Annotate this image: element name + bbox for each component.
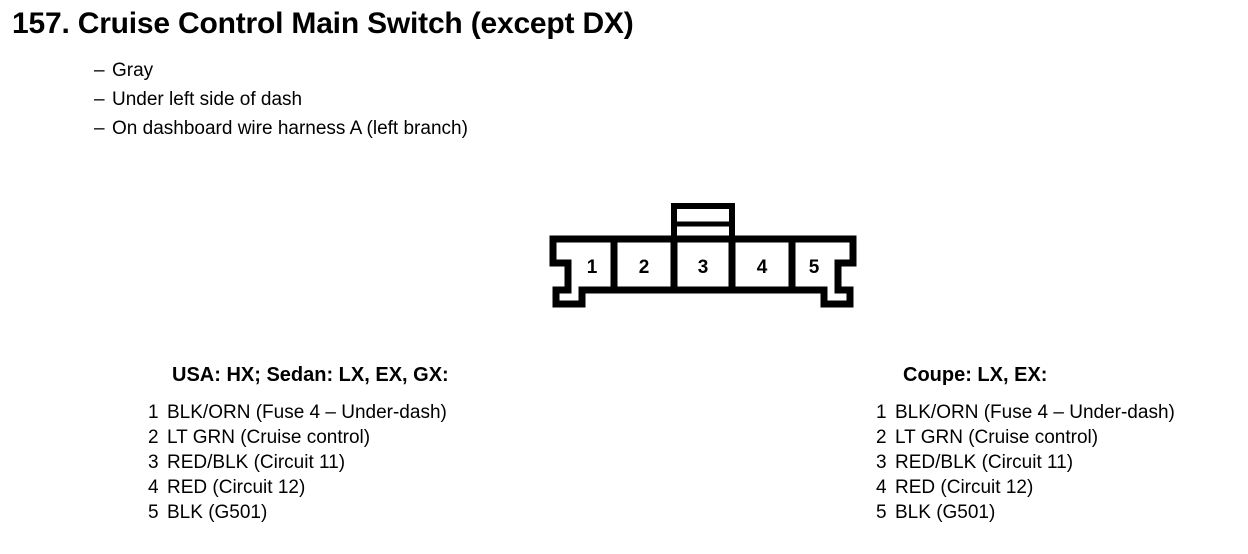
pin-row: 1 BLK/ORN (Fuse 4 – Under-dash) bbox=[148, 400, 449, 425]
pin-description: BLK (G501) bbox=[167, 502, 268, 523]
cavity-dividers bbox=[610, 239, 796, 290]
pin-number: 3 bbox=[876, 452, 887, 473]
note-text: Under left side of dash bbox=[112, 89, 303, 110]
note-dash: – bbox=[94, 118, 105, 139]
cavity-number-2: 2 bbox=[639, 257, 650, 278]
pin-description: RED (Circuit 12) bbox=[895, 477, 1034, 498]
pin-table-heading: USA: HX; Sedan: LX, EX, GX: bbox=[172, 364, 449, 386]
pin-row: 5 BLK (G501) bbox=[876, 500, 1175, 525]
note-dash: – bbox=[94, 60, 105, 81]
pin-row: 4 RED (Circuit 12) bbox=[148, 475, 449, 500]
pin-number: 2 bbox=[148, 427, 159, 448]
pin-number: 5 bbox=[148, 502, 159, 523]
note-list: –Gray –Under left side of dash –On dashb… bbox=[94, 56, 468, 143]
pin-description: BLK/ORN (Fuse 4 – Under-dash) bbox=[167, 402, 447, 423]
pin-table-usa-sedan: USA: HX; Sedan: LX, EX, GX: 1 BLK/ORN (Fu… bbox=[148, 362, 449, 525]
list-item: –On dashboard wire harness A (left branc… bbox=[94, 114, 468, 143]
pin-description: LT GRN (Cruise control) bbox=[167, 427, 371, 448]
page-title: 157. Cruise Control Main Switch (except … bbox=[12, 7, 634, 40]
note-dash: – bbox=[94, 89, 105, 110]
pin-number: 4 bbox=[876, 477, 887, 498]
pin-row: 1 BLK/ORN (Fuse 4 – Under-dash) bbox=[876, 400, 1175, 425]
pin-number: 4 bbox=[148, 477, 159, 498]
cavity-number-1: 1 bbox=[587, 257, 598, 278]
pin-number: 1 bbox=[148, 402, 159, 423]
pin-description: RED (Circuit 12) bbox=[167, 477, 306, 498]
pin-number: 3 bbox=[148, 452, 159, 473]
pin-row: 5 BLK (G501) bbox=[148, 500, 449, 525]
cavity-number-4: 4 bbox=[757, 257, 768, 278]
pin-row: 4 RED (Circuit 12) bbox=[876, 475, 1175, 500]
connector-diagram: 1 2 3 4 5 bbox=[548, 198, 864, 310]
pin-description: LT GRN (Cruise control) bbox=[895, 427, 1099, 448]
connector-outline-svg: 1 2 3 4 5 bbox=[549, 203, 857, 308]
pin-description: BLK/ORN (Fuse 4 – Under-dash) bbox=[895, 402, 1175, 423]
pin-number: 2 bbox=[876, 427, 887, 448]
pin-number: 1 bbox=[876, 402, 887, 423]
note-text: Gray bbox=[112, 60, 154, 81]
list-item: –Under left side of dash bbox=[94, 85, 468, 114]
list-item: –Gray bbox=[94, 56, 468, 85]
cavity-number-5: 5 bbox=[809, 257, 820, 278]
pin-description: RED/BLK (Circuit 11) bbox=[167, 452, 346, 473]
pin-row: 2 LT GRN (Cruise control) bbox=[148, 425, 449, 450]
pin-description: RED/BLK (Circuit 11) bbox=[895, 452, 1074, 473]
note-text: On dashboard wire harness A (left branch… bbox=[112, 118, 468, 139]
pin-row: 3 RED/BLK (Circuit 11) bbox=[148, 450, 449, 475]
connector-shell bbox=[549, 235, 857, 308]
pin-table-coupe: Coupe: LX, EX: 1 BLK/ORN (Fuse 4 – Under-… bbox=[876, 362, 1175, 525]
pin-number: 5 bbox=[876, 502, 887, 523]
pin-row: 3 RED/BLK (Circuit 11) bbox=[876, 450, 1175, 475]
pin-description: BLK (G501) bbox=[895, 502, 996, 523]
pin-row: 2 LT GRN (Cruise control) bbox=[876, 425, 1175, 450]
cavity-number-3: 3 bbox=[698, 257, 709, 278]
pin-table-heading: Coupe: LX, EX: bbox=[903, 364, 1048, 386]
